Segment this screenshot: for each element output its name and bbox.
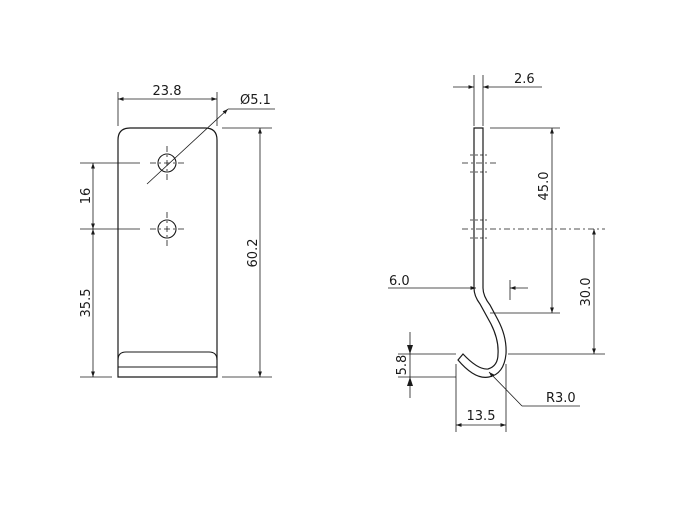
hole-dia-leader [146,108,229,185]
front-view: 23.8 Ø5.1 16 35.5 60.2 [79,84,275,378]
bracket-profile [457,127,507,378]
lower-hole [157,219,177,239]
hook-width-label: 13.5 [467,409,496,424]
side-view: 2.6 45.0 30.0 6.0 5.8 13.5 R3.0 [388,72,605,432]
plate-outline [117,127,218,378]
radius-leader [488,371,523,407]
radius-label: R3.0 [546,391,576,406]
tip-arrow-bottom [407,377,413,386]
spacing-label: 16 [79,188,94,205]
upper-length-label: 45.0 [537,172,552,201]
tip-arrow-top [407,345,413,354]
offset-label: 6.0 [389,274,410,289]
hole-dia-label: Ø5.1 [240,93,271,108]
tip-height-label: 5.8 [395,355,410,376]
bend-line-upper [117,351,218,361]
upper-hole [157,153,177,173]
hook-height-label: 30.0 [579,278,594,307]
hole-bottom-label: 35.5 [79,289,94,318]
thickness-label: 2.6 [514,72,535,87]
width-label: 23.8 [153,84,182,99]
height-label: 60.2 [246,239,261,268]
